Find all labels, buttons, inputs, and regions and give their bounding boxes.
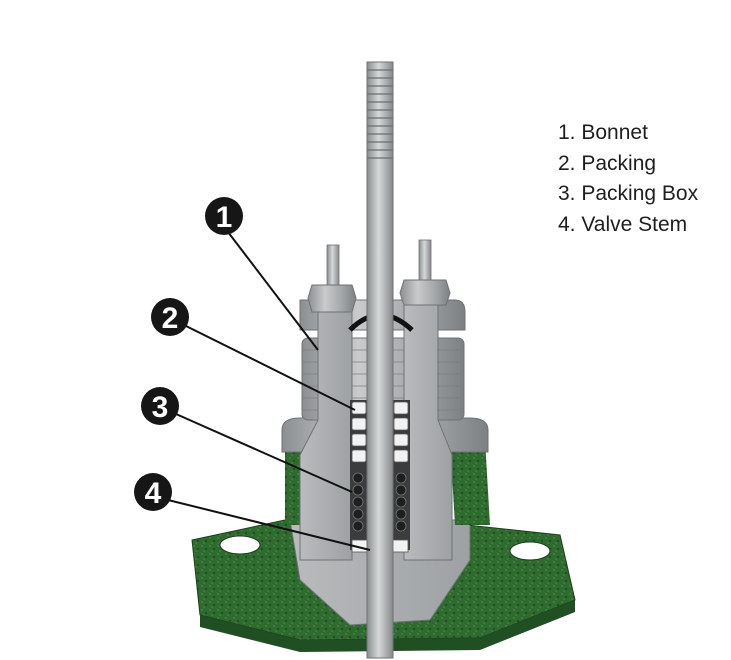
leader-line-4: [167, 499, 371, 551]
callout-badge: [151, 298, 189, 336]
right-bolt-hole: [509, 541, 551, 561]
parts-legend: 1. Bonnet 2. Packing 3. Packing Box 4. V…: [558, 118, 698, 240]
callout-3: 3: [141, 387, 179, 425]
legend-item-valve-stem: 4. Valve Stem: [558, 212, 688, 236]
cutaway-section: [299, 299, 453, 561]
gland-studs: [307, 239, 451, 313]
legend-item-packing: 2. Packing: [558, 151, 657, 175]
packing-box-spring: [352, 472, 407, 532]
callout-2: 2: [151, 298, 189, 336]
left-bolt-hole: [219, 535, 261, 555]
callout-number-4: 4: [145, 477, 162, 510]
callout-4: 4: [134, 473, 172, 511]
legend-item-packing-box: 3. Packing Box: [558, 182, 699, 205]
callout-badge: [141, 387, 179, 425]
leader-line-3: [175, 413, 353, 493]
callout-number-3: 3: [152, 391, 169, 424]
callout-number-2: 2: [162, 302, 179, 335]
leader-line-1: [227, 231, 319, 351]
leader-lines: [167, 231, 371, 551]
valve-stem: [366, 61, 394, 659]
callout-number-1: 1: [216, 201, 233, 234]
callout-1: 1: [205, 197, 243, 235]
leader-line-2: [185, 325, 356, 411]
callout-badge: [134, 473, 172, 511]
legend-item-bonnet: 1. Bonnet: [558, 121, 648, 144]
callout-badge: [205, 197, 243, 235]
